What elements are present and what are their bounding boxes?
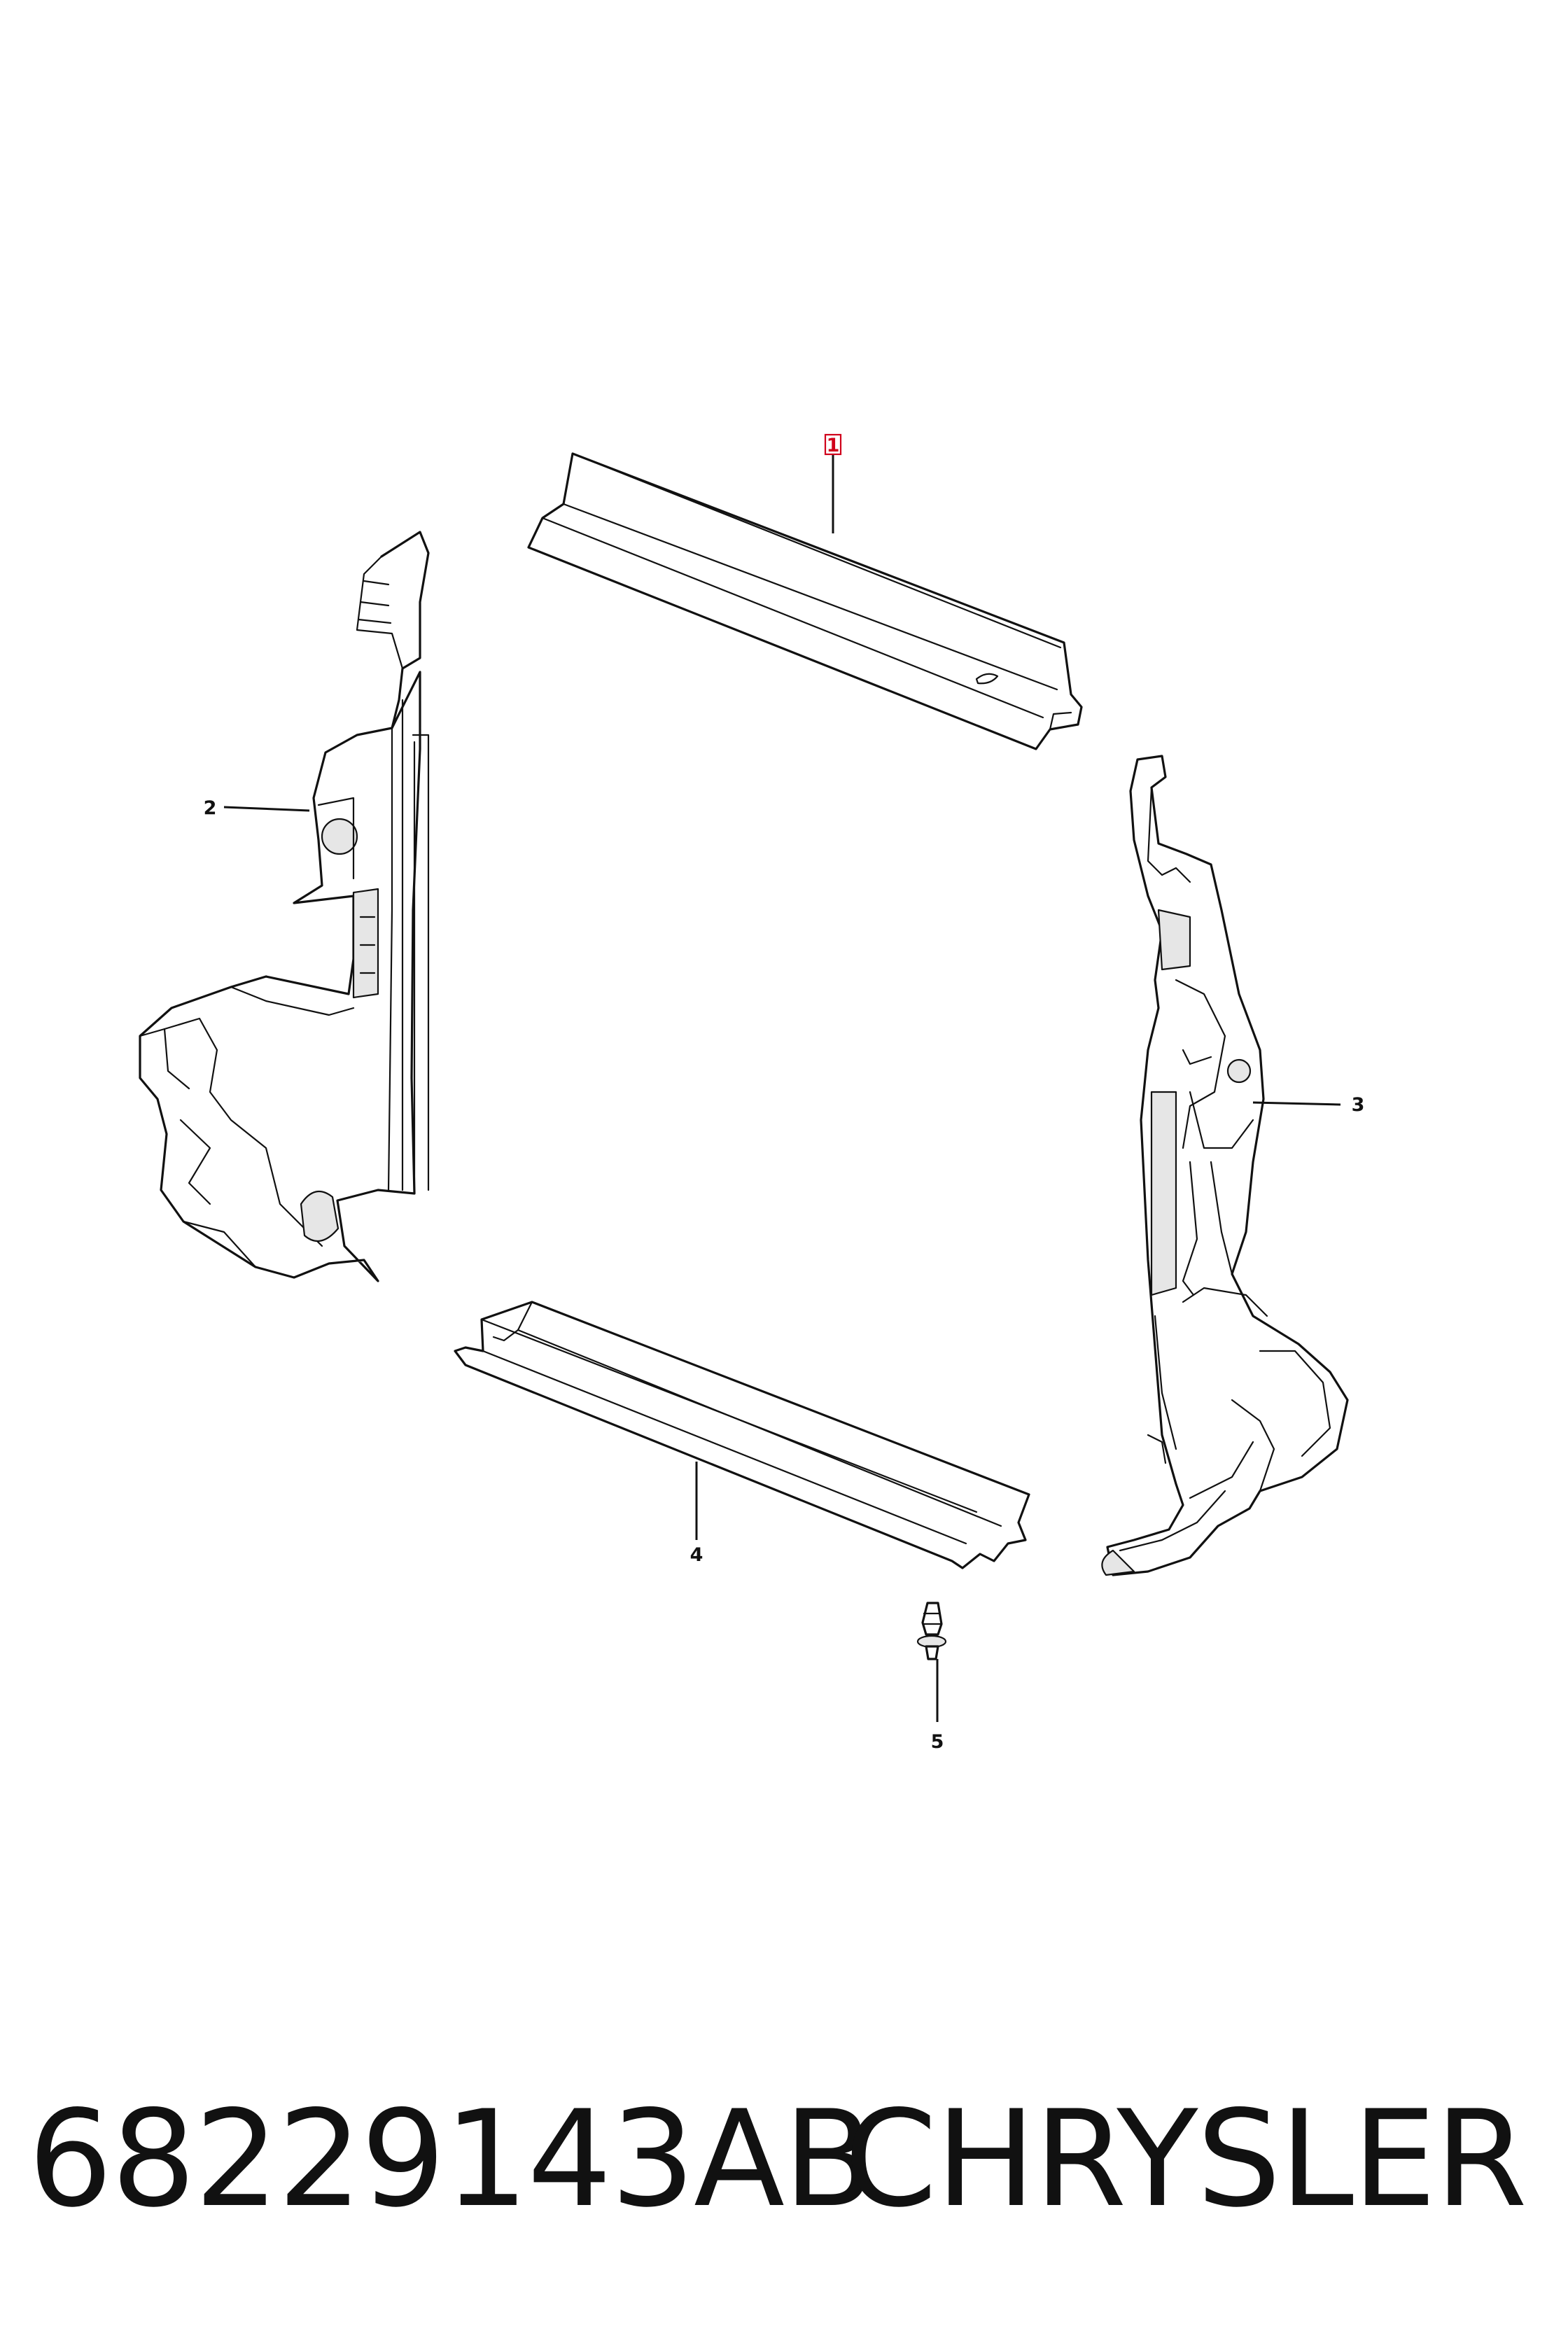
callouts: 1 2 3 4 5 [204,433,1365,1753]
part-number: 68229143AB [28,2082,874,2236]
callout-1-highlight [824,433,842,456]
brand-name: CHRYSLER [844,2082,1527,2236]
callout-2[interactable]: 2 [204,797,217,819]
leader-3 [1252,1101,1341,1106]
part-5-push-pin [916,1602,947,1660]
part-3-right-side-seal [1101,755,1349,1576]
part-4-lower-seal [454,1301,1030,1569]
part-2-left-side-seal [139,531,430,1282]
part-1-upper-seal [527,452,1083,750]
callout-3[interactable]: 3 [1352,1094,1365,1116]
callout-4[interactable]: 4 [690,1544,704,1566]
callout-5[interactable]: 5 [931,1731,944,1753]
leader-2 [223,806,310,812]
leader-lines [223,455,1341,1722]
callout-1[interactable]: 1 [827,435,840,456]
